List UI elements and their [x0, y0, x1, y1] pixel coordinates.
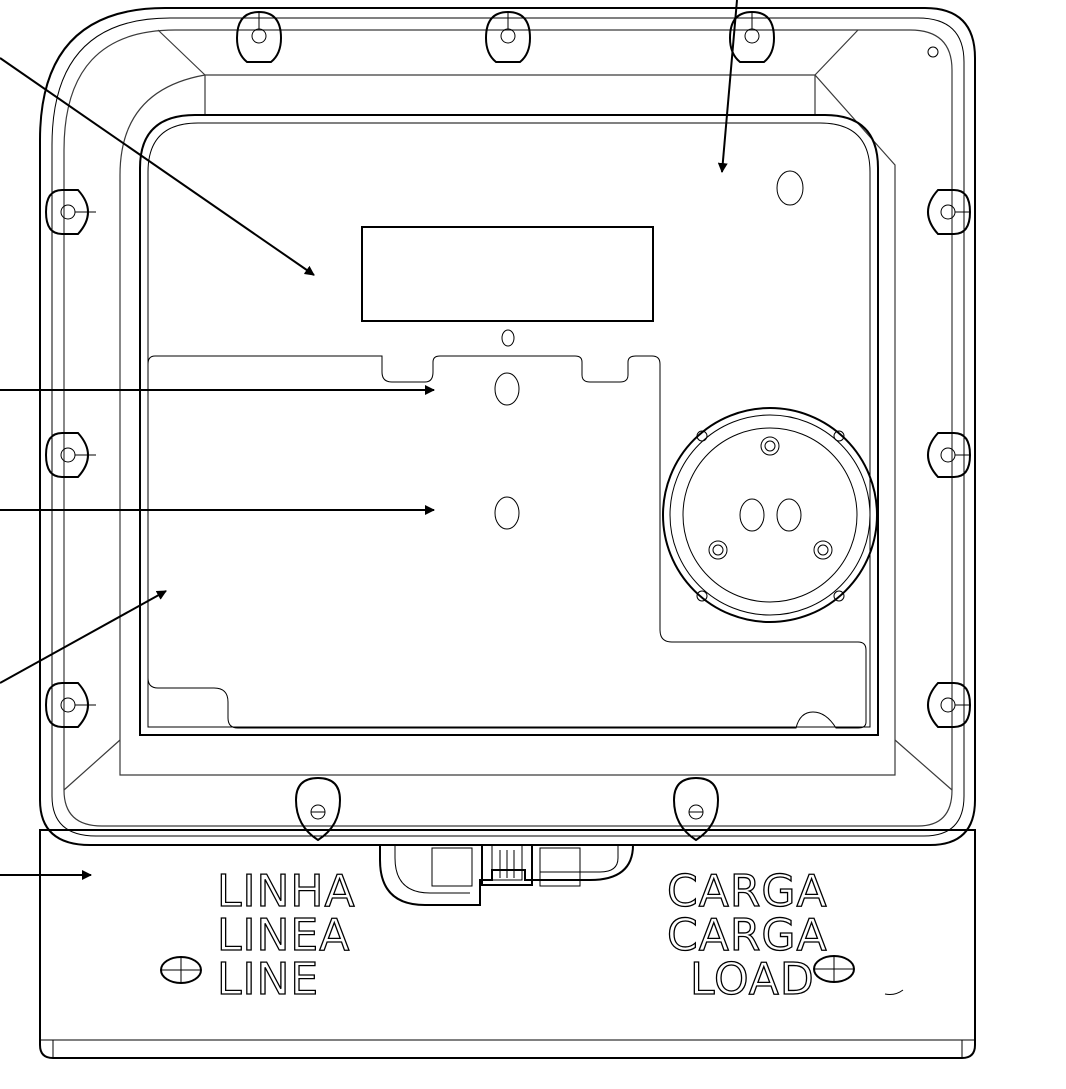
line-label-1: LINHA — [217, 866, 356, 917]
mounting-plate — [147, 355, 867, 729]
display-window — [361, 226, 654, 322]
mounting-lug-right-1 — [927, 189, 972, 235]
callout-arrow-plate — [0, 590, 167, 684]
terminal-connector — [379, 844, 635, 906]
mounting-lug-top-left — [235, 10, 283, 63]
mounting-lug-left-2 — [44, 432, 96, 478]
top-right-hole — [776, 170, 804, 206]
terminal-cover — [39, 829, 976, 1059]
housing-body — [39, 7, 976, 846]
line-label-2: LINEA — [217, 910, 350, 961]
inner-cavity — [139, 114, 879, 736]
mounting-hole-2 — [494, 496, 520, 530]
mounting-lug-right-2 — [927, 432, 972, 478]
mounting-lug-top-right — [728, 10, 776, 63]
mounting-lug-top-center — [484, 10, 532, 63]
small-hole-top — [501, 329, 515, 347]
mounting-lug-right-3 — [927, 682, 972, 728]
small-mark — [884, 989, 904, 995]
callout-arrow-display — [0, 57, 315, 276]
cover-screw-left — [160, 956, 202, 984]
optical-socket — [662, 407, 878, 623]
load-label-2: CARGA — [667, 910, 828, 961]
mounting-hole-1 — [494, 372, 520, 406]
mounting-lug-left-1 — [44, 189, 96, 235]
cover-screw-right — [813, 955, 855, 983]
line-label-3: LINE — [217, 954, 319, 1005]
callout-arrow-top-right — [717, 0, 738, 173]
load-label-3: LOAD — [690, 954, 815, 1005]
mounting-lug-left-3 — [44, 682, 96, 728]
corner-hole — [927, 46, 939, 58]
load-label-1: CARGA — [667, 866, 828, 917]
